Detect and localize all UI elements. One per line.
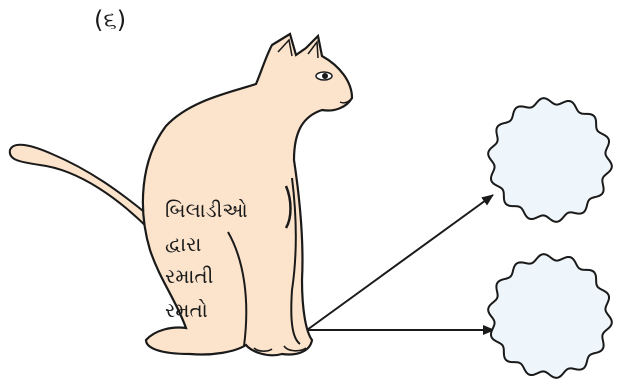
answer-bubble-upper[interactable]: [488, 98, 612, 222]
cat-label-line-3: રમાતી: [165, 264, 213, 288]
cat-label-line-4: રમતો: [165, 298, 208, 322]
arrow-upper: [307, 195, 493, 330]
question-number: (૬): [94, 6, 126, 34]
cat-label-line-1: બિલાડીઓ: [165, 198, 248, 222]
answer-bubble-lower[interactable]: [488, 254, 612, 378]
cat-eye: [316, 72, 332, 80]
cat-tail: [10, 145, 150, 230]
cat-label-line-2: દ્વારા: [165, 232, 201, 256]
